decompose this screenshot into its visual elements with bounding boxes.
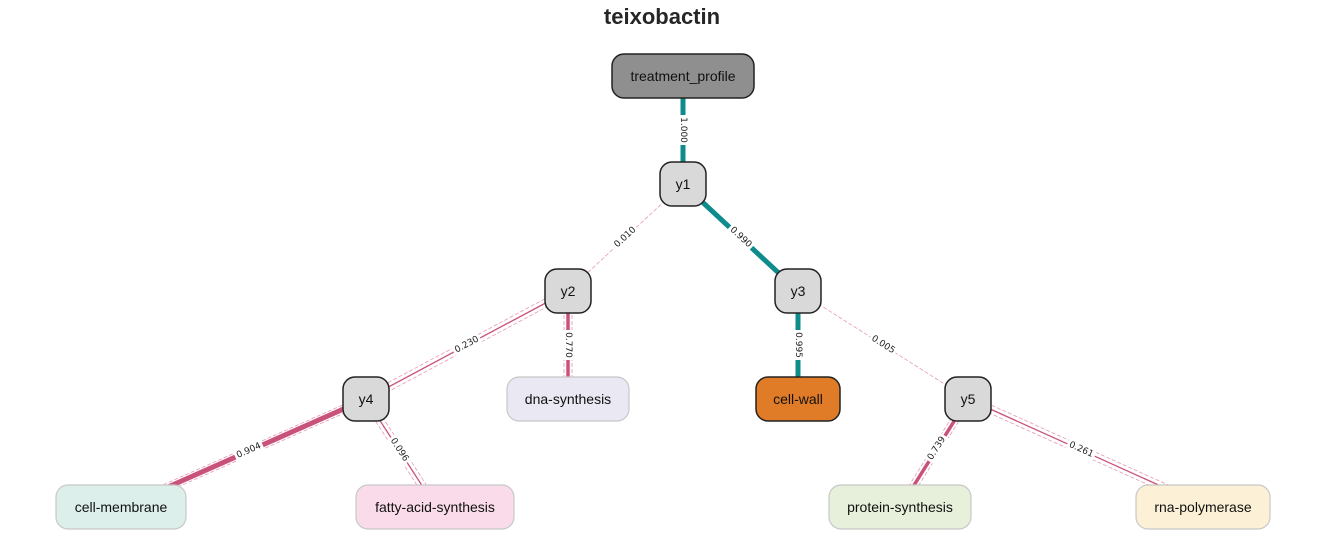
- node-box: [342, 376, 390, 422]
- edge-value-label: 0.995: [791, 330, 805, 360]
- node-box: [828, 484, 972, 530]
- node-box: [1135, 484, 1271, 530]
- edge-value-text: 0.230: [453, 334, 481, 355]
- node-label: y3: [791, 283, 806, 299]
- node-box: [544, 268, 592, 314]
- edge-label-background: [676, 115, 690, 145]
- edge-value-label: 0.096: [385, 433, 413, 467]
- node-label: rna-polymerase: [1154, 499, 1251, 515]
- edge-value-label: 0.261: [1064, 437, 1098, 463]
- edge-value-label: 0.990: [725, 222, 756, 253]
- node-rna-polymerase: rna-polymerase: [1135, 484, 1271, 530]
- node-label: y2: [561, 283, 576, 299]
- edge-label-background: [1064, 437, 1098, 463]
- node-box: [611, 53, 755, 99]
- node-label: cell-wall: [773, 391, 823, 407]
- edge-value-label: 0.230: [450, 332, 484, 358]
- edge-value-text: 1.000: [678, 117, 688, 143]
- node-y4: y4: [342, 376, 390, 422]
- node-label: treatment_profile: [630, 68, 735, 84]
- node-y2: y2: [544, 268, 592, 314]
- edge-value-text: 0.770: [563, 332, 573, 358]
- edge-label-background: [561, 330, 575, 360]
- edge-label-background: [791, 330, 805, 360]
- edge-value-label: 0.005: [866, 331, 900, 359]
- node-box: [944, 376, 992, 422]
- node-label: y5: [961, 391, 976, 407]
- node-protein-synthesis: protein-synthesis: [828, 484, 972, 530]
- diagram-title: teixobactin: [603, 4, 721, 29]
- node-box: [55, 484, 187, 530]
- node-label: fatty-acid-synthesis: [375, 499, 495, 515]
- node-y1: y1: [659, 161, 707, 207]
- edge-label-background: [610, 222, 641, 253]
- node-box: [355, 484, 515, 530]
- node-label: protein-synthesis: [847, 499, 953, 515]
- node-fatty-acid-synthesis: fatty-acid-synthesis: [355, 484, 515, 530]
- node-y3: y3: [774, 268, 822, 314]
- node-label: cell-membrane: [75, 499, 168, 515]
- edge-label-background: [923, 432, 951, 465]
- node-dna-synthesis: dna-synthesis: [506, 376, 630, 422]
- node-cell-membrane: cell-membrane: [55, 484, 187, 530]
- node-box: [774, 268, 822, 314]
- node-box: [506, 376, 630, 422]
- node-label: dna-synthesis: [525, 391, 611, 407]
- edge-label-background: [866, 331, 900, 359]
- node-box: [755, 376, 841, 422]
- edge-value-label: 0.904: [232, 438, 266, 464]
- edge-value-label: 0.770: [561, 330, 575, 360]
- node-box: [659, 161, 707, 207]
- edge-value-label: 1.000: [676, 115, 690, 145]
- edge-line-dashed: [797, 290, 969, 400]
- edge-label-background: [385, 433, 413, 467]
- edge-label-background: [725, 222, 756, 253]
- node-treatment-profile: treatment_profile: [611, 53, 755, 99]
- edge-value-label: 0.739: [923, 432, 951, 465]
- edge-value-text: 0.995: [793, 332, 803, 358]
- node-label: y1: [676, 176, 691, 192]
- edge-label-background: [232, 438, 266, 464]
- nodes-layer: treatment_profile y1 y2 y3 y4 y5 dna-synthesis…: [55, 53, 1271, 530]
- node-cell-wall: cell-wall: [755, 376, 841, 422]
- node-label: y4: [359, 391, 374, 407]
- node-y5: y5: [944, 376, 992, 422]
- edge-label-background: [450, 332, 484, 358]
